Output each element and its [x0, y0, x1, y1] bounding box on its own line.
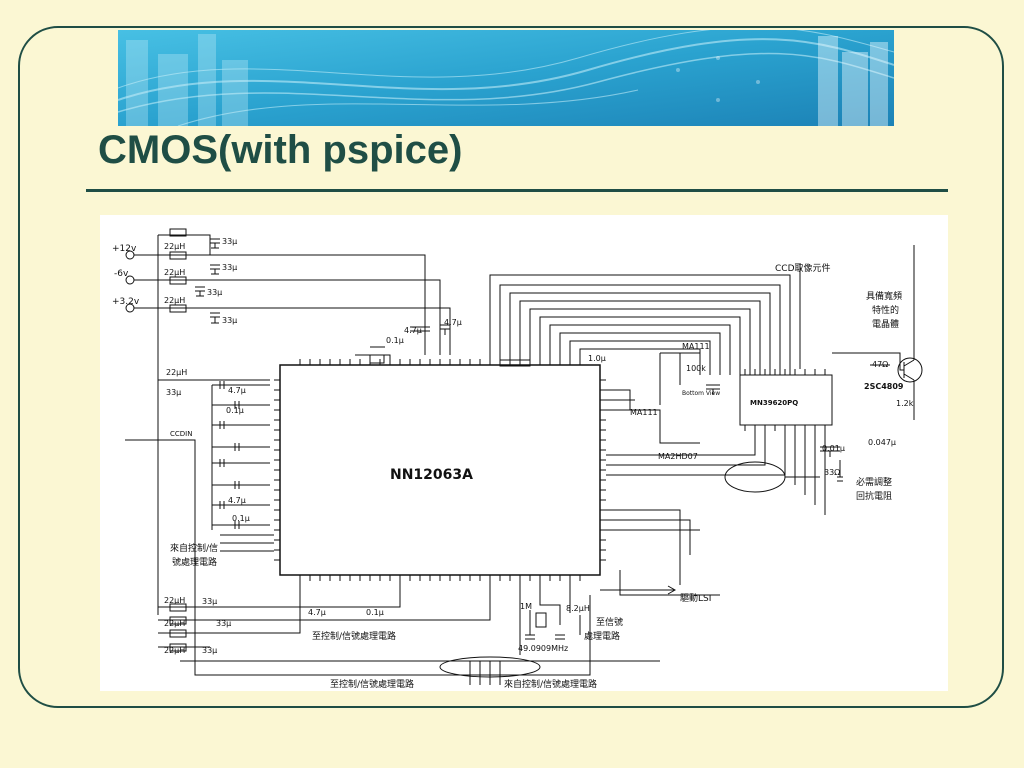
circuit-schematic: +12v -6v +3.2v 22μH 22μH 22μH 33μ 33μ 33…: [100, 215, 948, 691]
cap-label-4: 33μ: [222, 316, 237, 325]
ma111-label-1: MA111: [682, 342, 710, 351]
ind-label-4: 22μH: [166, 368, 187, 377]
c0047-label: 0.047μ: [868, 438, 896, 447]
rail-12v: +12v: [112, 244, 137, 254]
cap47-label-3: 4.7μ: [404, 326, 422, 335]
ma2hd07-label: MA2HD07: [658, 452, 698, 461]
cap-label-8: 33μ: [202, 646, 217, 655]
cap-label-7: 33μ: [216, 619, 231, 628]
cap47-label-4: 4.7μ: [444, 318, 462, 327]
cap-label-5: 33μ: [166, 388, 181, 397]
ind-label-1: 22μH: [164, 242, 185, 251]
cap01-label-2: 0.1μ: [232, 514, 250, 523]
bottom-output-label: 至控制/信號處理電路: [330, 678, 414, 690]
ind-label-7: 22μH: [164, 646, 185, 655]
schematic-drawing: +12v -6v +3.2v 22μH 22μH 22μH 33μ 33μ 33…: [112, 228, 923, 690]
cap47-label-1: 4.7μ: [228, 386, 246, 395]
ind-label-3: 22μH: [164, 296, 185, 305]
slide-title: CMOS(with pspice): [98, 128, 463, 172]
banner-image: [118, 30, 894, 126]
rail-3v2: +3.2v: [112, 297, 140, 307]
input-ctrl-note-2: 號處理電路: [172, 556, 217, 568]
c001-label: 0.01μ: [822, 444, 845, 453]
ind-label-6: 22μH: [164, 619, 185, 628]
r47-label: 47Ω: [872, 360, 888, 369]
slide-frame: [18, 26, 1004, 708]
to-sig-note-2: 處理電路: [584, 630, 620, 642]
crystal-label: 49.0909MHz: [518, 644, 568, 653]
to-ctrl-label: 至控制/信號處理電路: [312, 630, 396, 642]
ccd-chip-label: MN39620PQ: [750, 399, 798, 407]
cap01-label-4: 0.1μ: [366, 608, 384, 617]
cap-label-1: 33μ: [222, 237, 237, 246]
cap-label-3: 33μ: [207, 288, 222, 297]
cap47-label-5: 4.7μ: [308, 608, 326, 617]
rail-6v: -6v: [114, 269, 129, 279]
drive-lsi-label: 驅動LSI: [680, 593, 711, 604]
adjust-note-2: 回抗電阻: [856, 490, 892, 502]
ma111-label-2: MA111: [630, 408, 658, 417]
r1m-label: 1M: [520, 602, 532, 611]
cap-label-6: 33μ: [202, 597, 217, 606]
title-underline: [86, 189, 948, 192]
transistor-label: 2SC4809: [864, 382, 904, 391]
cap10-label: 1.0μ: [588, 354, 606, 363]
r100k-label: 100k: [686, 364, 706, 373]
banner-graphic: [118, 30, 894, 126]
ccd-sensor-label: CCD取像元件: [775, 262, 831, 274]
cap01-label-3: 0.1μ: [386, 336, 404, 345]
to-sig-note-1: 至信號: [596, 616, 623, 628]
bottom-view-label: Bottom View: [682, 390, 720, 397]
cap47-label-2: 4.7μ: [228, 496, 246, 505]
cap-label-2: 33μ: [222, 263, 237, 272]
amp-note-2: 特性的: [872, 304, 899, 316]
amp-note-1: 具備寬頻: [866, 290, 902, 302]
amp-note-3: 電晶體: [872, 318, 899, 330]
ind-label-2: 22μH: [164, 268, 185, 277]
adjust-note-1: 必需調整: [856, 476, 892, 488]
main-chip-label: NN12063A: [390, 467, 473, 483]
cap01-label-1: 0.1μ: [226, 406, 244, 415]
bottom-input-label: 來自控制/信號處理電路: [504, 678, 597, 690]
r33-label: 33Ω: [824, 468, 840, 477]
input-ctrl-note-1: 來自控制/信: [170, 542, 218, 554]
ind-label-5: 22μH: [164, 596, 185, 605]
r12k-label: 1.2k: [896, 399, 914, 408]
l82-label: 8.2μH: [566, 604, 590, 613]
ccdin-label: CCDIN: [170, 430, 192, 438]
